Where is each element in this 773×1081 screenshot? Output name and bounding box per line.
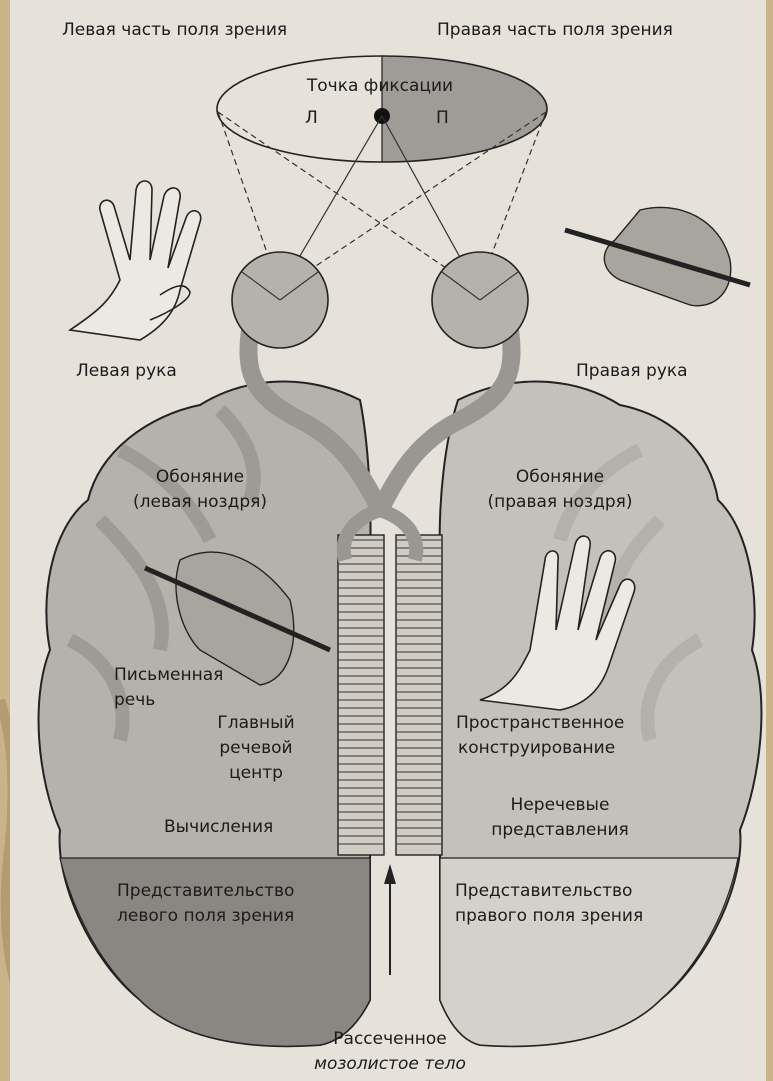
left-smell-label-1: Обоняние — [100, 466, 300, 488]
callosum-label-2: мозолистое тело — [290, 1053, 490, 1075]
left-visual-field-label: Левая часть поля зрения — [62, 19, 287, 41]
spatial-label-2: конструирование — [458, 737, 615, 759]
left-field-letter: Л — [305, 107, 318, 129]
right-hand-label: Правая рука — [576, 360, 688, 382]
nonverbal-label-1: Неречевые — [470, 794, 650, 816]
left-hand-label: Левая рука — [76, 360, 177, 382]
right-smell-label-2: (правая ноздря) — [460, 491, 660, 513]
left-smell-label-2: (левая ноздря) — [100, 491, 300, 513]
speech-center-label-2: речевой — [196, 737, 316, 759]
nonverbal-label-2: представления — [470, 819, 650, 841]
right-field-letter-text: П — [436, 107, 449, 129]
writing-label-2: речь — [114, 689, 155, 711]
fixation-point-label: Точка фиксации — [290, 75, 470, 97]
speech-center-label-1: Главный — [196, 712, 316, 734]
writing-label-1: Письменная — [114, 664, 223, 686]
right-visual-repr-label-1: Представительство — [455, 880, 632, 902]
left-visual-repr-label-2: левого поля зрения — [117, 905, 294, 927]
calculation-label: Вычисления — [164, 816, 273, 838]
spatial-label-1: Пространственное — [456, 712, 624, 734]
right-visual-field-label: Правая часть поля зрения — [437, 19, 673, 41]
left-visual-repr-label-1: Представительство — [117, 880, 294, 902]
speech-center-label-3: центр — [196, 762, 316, 784]
callosum-label-1: Рассеченное — [300, 1028, 480, 1050]
right-visual-repr-label-2: правого поля зрения — [455, 905, 643, 927]
right-smell-label-1: Обоняние — [460, 466, 660, 488]
